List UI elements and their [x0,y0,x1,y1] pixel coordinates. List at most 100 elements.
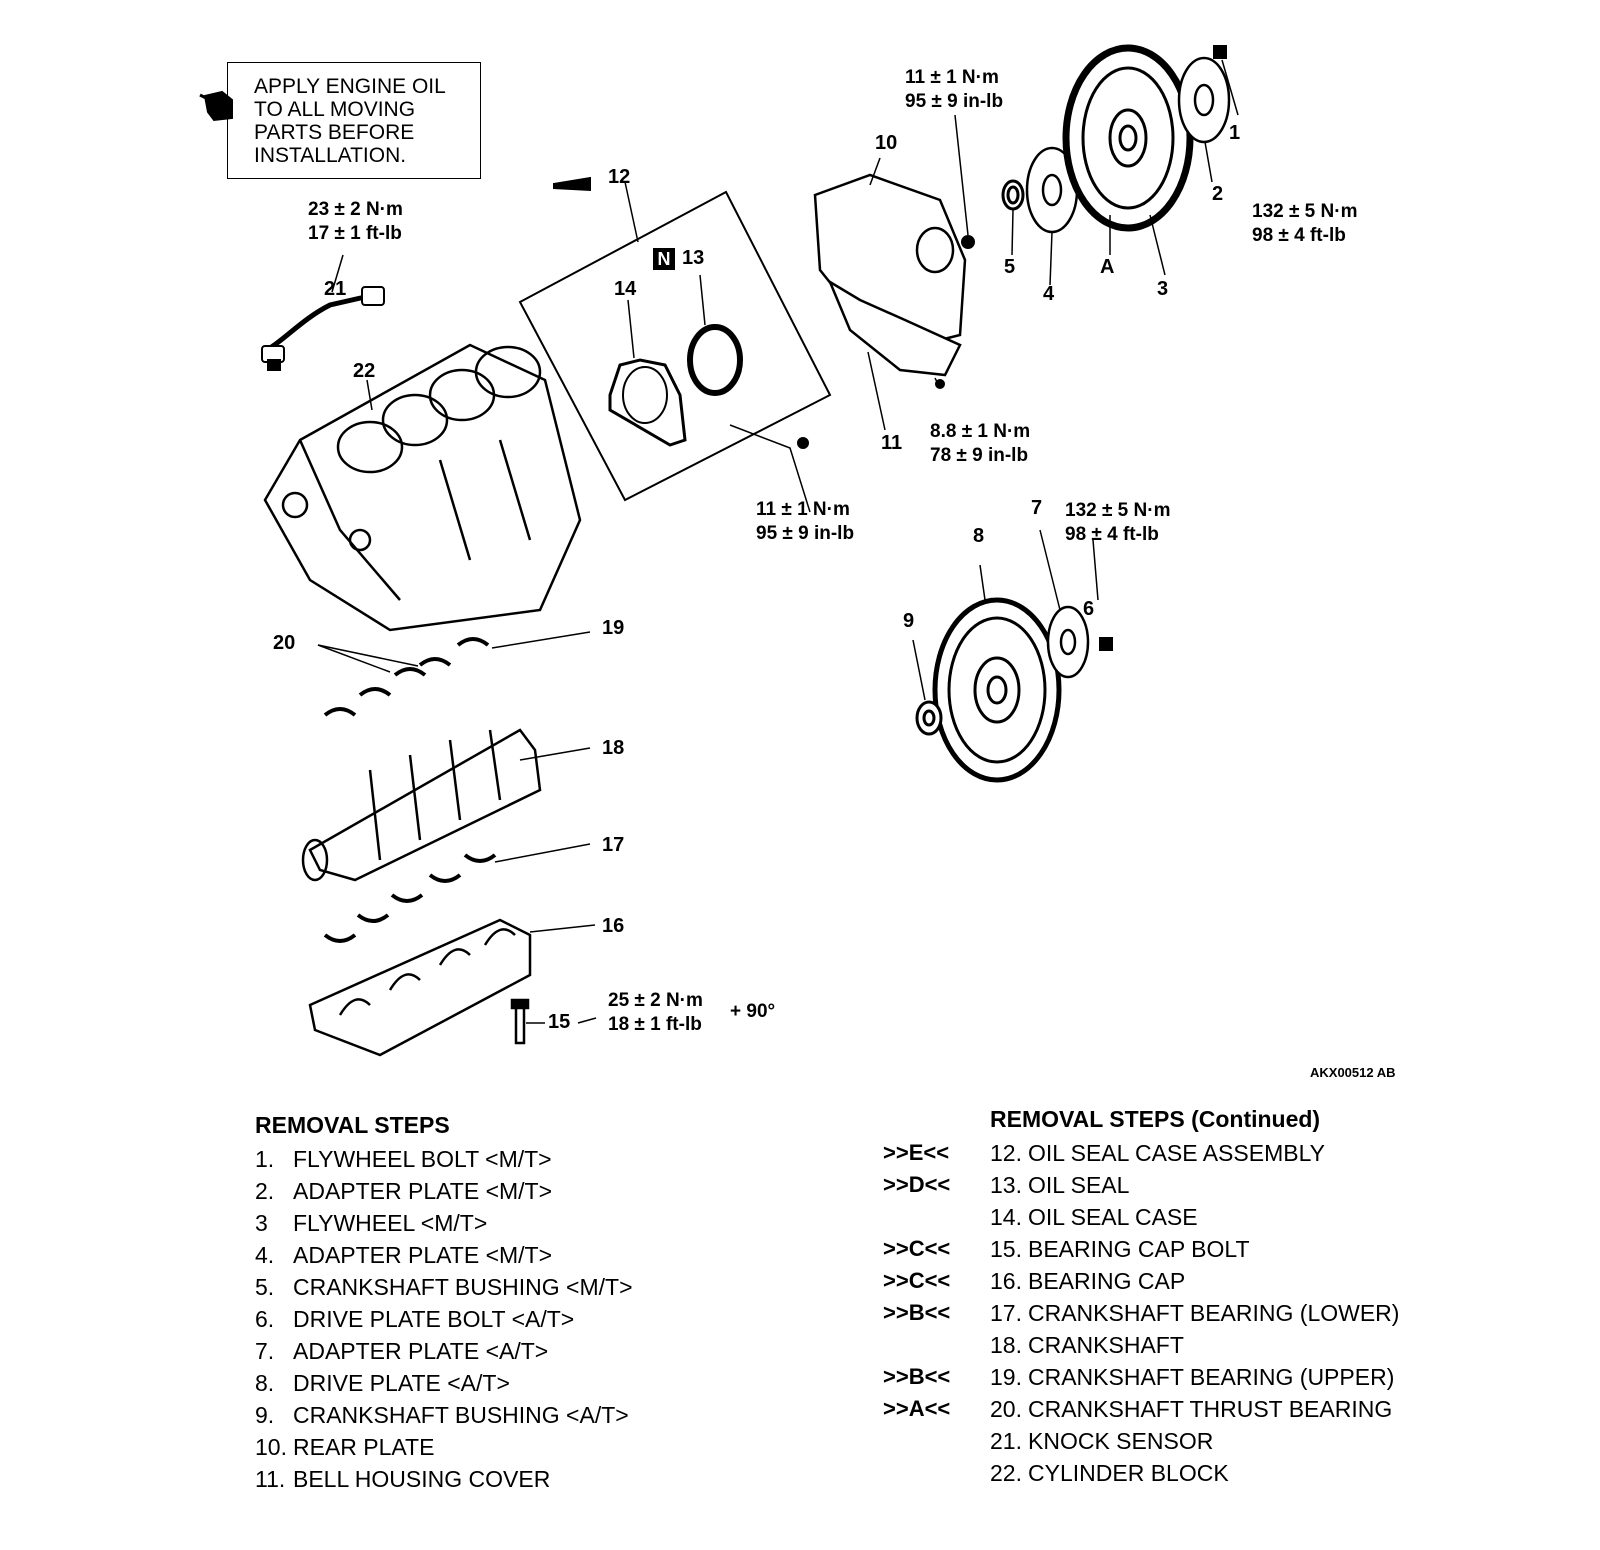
step-number: 20. [990,1396,1022,1422]
oil-seal-case-drawing [608,358,687,447]
flywheel-drawing [1062,44,1194,232]
upper-bearings-drawing [323,637,490,717]
figure-id: AKX00512 AB [1310,1065,1396,1080]
step-number: 18. [990,1332,1022,1358]
torque-angle-extra: + 90° [730,1001,776,1022]
callout-21: 21 [324,278,347,300]
step-number: 22. [990,1460,1022,1486]
step-reference: >>D<< [883,1172,951,1197]
step-label: CRANKSHAFT BEARING (UPPER) [1028,1364,1395,1390]
step-label: CRANKSHAFT THRUST BEARING [1028,1396,1393,1422]
step-label: ADAPTER PLATE <M/T> [293,1242,553,1268]
step-label: CRANKSHAFT BUSHING <M/T> [293,1274,633,1300]
torque-nm: 8.8 ± 1 N·m [930,421,1031,442]
step-label: FLYWHEEL BOLT <M/T> [293,1146,552,1172]
callout-5: 5 [1004,256,1016,278]
list-item: >>C<< 16. BEARING CAP [883,1268,1503,1300]
callout-7: 7 [1031,497,1043,519]
torque-bell-housing-bolt: 8.8 ± 1 N·m 78 ± 9 in-lb [930,420,1030,468]
step-label: BEARING CAP [1028,1268,1186,1294]
step-label: DRIVE PLATE <A/T> [293,1370,510,1396]
note-line: TO ALL MOVING [254,98,416,121]
step-label: BEARING CAP BOLT [1028,1236,1250,1262]
callout-1: 1 [1229,122,1241,144]
step-number: 2. [255,1178,275,1204]
callout-13: 13 [682,247,705,269]
step-number: 7. [255,1338,275,1364]
torque-bearing-cap-bolt: 25 ± 2 N·m 18 ± 1 ft-lb [608,989,703,1037]
callout-16: 16 [602,915,625,937]
torque-oil-seal-case-bolt: 11 ± 1 N·m 95 ± 9 in-lb [756,498,854,546]
step-number: 13. [990,1172,1022,1198]
torque-imperial: 95 ± 9 in-lb [905,91,1004,112]
list-item: 22. CYLINDER BLOCK [883,1460,1503,1492]
step-reference: >>E<< [883,1140,950,1165]
drive-plate-drawing [932,597,1062,783]
step-label: CRANKSHAFT [1028,1332,1184,1358]
note-line: APPLY ENGINE OIL [254,75,446,98]
bearing-cap-drawing [308,918,532,1057]
step-label: BELL HOUSING COVER [293,1466,551,1492]
torque-imperial: 95 ± 9 in-lb [756,523,855,544]
step-number: 8. [255,1370,275,1396]
list-item: >>C<< 15. BEARING CAP BOLT [883,1236,1503,1268]
oil-seal-case-box [518,190,832,502]
step-number: 4. [255,1242,275,1268]
crankshaft-bushing-mt-drawing [1001,179,1025,211]
torque-imperial: 17 ± 1 ft-lb [308,223,402,244]
crankshaft-bushing-at-drawing [915,700,943,736]
torque-imperial: 98 ± 4 ft-lb [1065,524,1159,545]
list-item: 21. KNOCK SENSOR [883,1428,1503,1460]
step-label: ADAPTER PLATE <M/T> [293,1178,553,1204]
step-label: FLYWHEEL <M/T> [293,1210,488,1236]
step-number: 5. [255,1274,275,1300]
torque-nm: 25 ± 2 N·m [608,990,703,1011]
torque-flywheel-bolt: 132 ± 5 N·m 98 ± 4 ft-lb [1252,200,1357,248]
list-item: >>B<< 19. CRANKSHAFT BEARING (UPPER) [883,1364,1503,1396]
list-item: >>A<< 20. CRANKSHAFT THRUST BEARING [883,1396,1503,1428]
list-item: 18. CRANKSHAFT [883,1332,1503,1364]
torque-rear-plate-bolt: 11 ± 1 N·m 95 ± 9 in-lb [905,66,1003,114]
torque-nm: 132 ± 5 N·m [1065,500,1171,521]
knock-sensor-drawing [260,286,385,371]
torque-drive-plate-bolt: 132 ± 5 N·m 98 ± 4 ft-lb [1065,499,1170,547]
sealant-tube-icon [553,176,591,192]
callout-11: 11 [881,432,903,454]
torque-imperial: 98 ± 4 ft-lb [1252,225,1346,246]
callout-9: 9 [903,610,915,632]
removal-steps-title: REMOVAL STEPS [255,1112,450,1138]
callout-15: 15 [548,1011,571,1033]
step-label: CRANKSHAFT BEARING (LOWER) [1028,1300,1400,1326]
step-label: OIL SEAL [1028,1172,1130,1198]
callout-3: 3 [1157,278,1169,300]
list-item: >>E<< 12. OIL SEAL CASE ASSEMBLY [883,1140,1503,1172]
step-number: 3 [255,1210,268,1236]
callout-14: 14 [614,278,637,300]
step-label: OIL SEAL CASE ASSEMBLY [1028,1140,1326,1166]
step-number: 9. [255,1402,275,1428]
step-number: 17. [990,1300,1022,1326]
cylinder-block-drawing [263,343,582,632]
step-number: 11. [255,1466,286,1492]
callout-22: 22 [353,360,376,382]
list-item: >>B<< 17. CRANKSHAFT BEARING (LOWER) [883,1300,1503,1332]
torque-imperial: 78 ± 9 in-lb [930,445,1029,466]
note-line: PARTS BEFORE [254,121,415,144]
torque-imperial: 18 ± 1 ft-lb [608,1014,702,1035]
callout-12: 12 [608,166,631,188]
bell-housing-cover-drawing [827,278,962,377]
leader-21 [331,254,344,293]
crankshaft-drawing [301,728,542,882]
flywheel-bolt-drawing [1213,45,1239,116]
step-label: CRANKSHAFT BUSHING <A/T> [293,1402,629,1428]
step-label: ADAPTER PLATE <A/T> [293,1338,549,1364]
callout-10: 10 [875,132,898,154]
new-part-badge: N [653,248,675,270]
callout-20: 20 [273,632,296,654]
torque-knock-sensor: 23 ± 2 N·m 17 ± 1 ft-lb [308,198,403,246]
step-reference: >>A<< [883,1396,951,1421]
callout-18: 18 [602,737,625,759]
callout-2: 2 [1212,183,1224,205]
step-label: OIL SEAL CASE [1028,1204,1198,1230]
